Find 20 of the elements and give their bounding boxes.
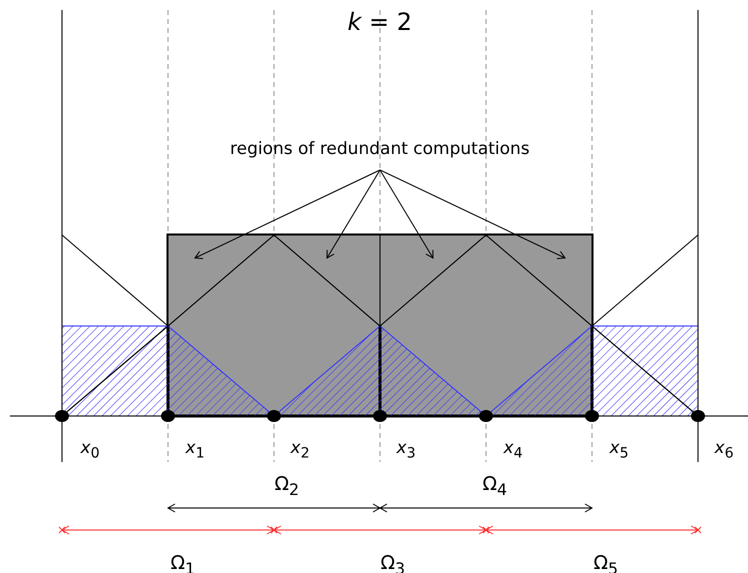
domain-label: Ω$_{2}$ [274, 474, 300, 498]
point-label: x$_{6}$ [714, 440, 734, 460]
leader-line [326, 170, 380, 258]
redundant-region [272, 234, 380, 328]
callout-text: regions of redundant computations [230, 141, 530, 170]
redundant-region [484, 234, 592, 328]
leader-line [380, 170, 434, 258]
point-label: x$_{5}$ [610, 440, 629, 460]
point-label: x$_{0}$ [80, 440, 100, 460]
redundant-region [168, 234, 276, 328]
leader-line [194, 170, 380, 260]
title: k = 2 [348, 10, 412, 34]
redundant-region [380, 234, 488, 328]
point-label: x$_{3}$ [396, 440, 416, 460]
point-label: x$_{4}$ [504, 440, 523, 460]
domain-label: Ω$_{4}$ [482, 474, 508, 498]
leader-line [380, 170, 566, 260]
point-label: x$_{2}$ [290, 440, 310, 460]
point-label: x$_{1}$ [186, 440, 205, 460]
domain-label: Ω$_{1}$ [170, 554, 196, 573]
